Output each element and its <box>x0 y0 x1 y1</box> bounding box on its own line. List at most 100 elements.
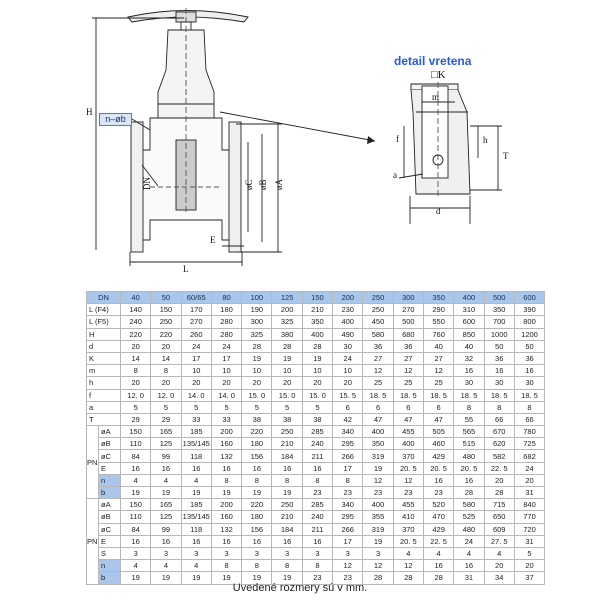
table-cell: 220 <box>119 327 152 341</box>
table-cell: 15. 5 <box>332 388 364 402</box>
table-cell: 400 <box>362 425 394 439</box>
table-cell: 350 <box>483 303 515 317</box>
table-cell: 180 <box>241 437 273 451</box>
table-cell: 720 <box>513 522 546 536</box>
table-cell: 565 <box>453 425 485 439</box>
table-cell: 10 <box>301 364 334 378</box>
valve-drawing: H DN øC øB øA E L □K m f h T a d <box>86 8 509 274</box>
row-label: n <box>98 473 121 488</box>
table-cell: 150 <box>119 425 152 439</box>
table-cell: 800 <box>513 315 546 329</box>
table-cell: 325 <box>241 327 273 341</box>
table-cell: 1200 <box>513 327 546 341</box>
table-cell: 580 <box>362 327 394 341</box>
table-cell: 250 <box>150 315 182 329</box>
table-cell: 8 <box>301 559 334 573</box>
table-cell: 99 <box>150 449 182 463</box>
table-cell: 680 <box>392 327 424 341</box>
table-cell: 10 <box>210 364 243 378</box>
table-cell: 240 <box>301 437 334 451</box>
table-cell: 650 <box>483 510 515 524</box>
detail-title: detail vretena <box>394 54 472 68</box>
header-cell: 600 <box>513 290 546 305</box>
table-cell: 14. 0 <box>210 388 243 402</box>
header-cell: 300 <box>392 290 424 305</box>
table-cell: 16 <box>241 534 273 548</box>
table-cell: 8 <box>150 364 182 378</box>
table-cell: 780 <box>513 425 546 439</box>
table-cell: 8 <box>271 559 303 573</box>
table-cell: 760 <box>422 327 455 341</box>
table-cell: 19 <box>301 351 334 366</box>
table-cell: 700 <box>483 315 515 329</box>
table-cell: 19 <box>241 351 273 366</box>
table-cell: 24 <box>513 461 546 475</box>
table-cell: 840 <box>513 498 546 512</box>
table-cell: 240 <box>301 510 334 524</box>
table-cell: 180 <box>210 303 243 317</box>
table-cell: 165 <box>150 498 182 512</box>
dim-label-T: T <box>503 151 509 161</box>
row-label: d <box>86 339 121 353</box>
table-cell: 38 <box>271 412 303 427</box>
table-cell: 84 <box>119 522 152 536</box>
table-cell: 770 <box>513 510 546 524</box>
table-cell: 200 <box>271 303 303 317</box>
table-cell: 8 <box>119 364 152 378</box>
table-cell: 25 <box>362 376 394 390</box>
table-cell: 210 <box>301 303 334 317</box>
header-cell: 250 <box>362 290 394 305</box>
table-cell: 20 <box>483 559 515 573</box>
table-cell: 582 <box>483 449 515 463</box>
table-cell: 12 <box>422 364 455 378</box>
table-cell: 8 <box>241 559 273 573</box>
table-cell: 23 <box>392 485 424 500</box>
table-cell: 18. 5 <box>513 388 546 402</box>
table-cell: 20 <box>119 376 152 390</box>
table-cell: 250 <box>362 303 394 317</box>
table-cell: 725 <box>513 437 546 451</box>
table-cell: 23 <box>422 485 455 500</box>
table-cell: 16 <box>422 559 455 573</box>
row-label: øC <box>98 449 121 463</box>
row-label: H <box>86 327 121 341</box>
table-cell: 505 <box>422 425 455 439</box>
stem-detail <box>398 82 502 224</box>
table-cell: 23 <box>332 485 364 500</box>
table-cell: 8 <box>301 473 334 488</box>
table-cell: 15. 0 <box>241 388 273 402</box>
table-cell: 19 <box>362 534 394 548</box>
table-cell: 12. 0 <box>150 388 182 402</box>
dim-label-K: □K <box>431 69 446 81</box>
table-cell: 40 <box>453 339 485 353</box>
table-cell: 8 <box>241 473 273 488</box>
table-cell: 210 <box>271 510 303 524</box>
table-cell: 18. 5 <box>422 388 455 402</box>
table-cell: 47 <box>422 412 455 427</box>
table-cell: 19 <box>362 461 394 475</box>
table-cell: 3 <box>271 546 303 561</box>
table-cell: 5 <box>513 546 546 561</box>
table-cell: 670 <box>483 425 515 439</box>
table-row: PN16øA1501651852002202502853404004555205… <box>86 498 546 585</box>
table-cell: 520 <box>422 498 455 512</box>
table-cell: 220 <box>241 498 273 512</box>
table-cell: 200 <box>210 425 243 439</box>
table-cell: 16 <box>150 534 182 548</box>
table-cell: 42 <box>332 412 364 427</box>
header-cell: 50 <box>150 290 182 305</box>
table-cell: 20 <box>210 376 243 390</box>
row-label: L (F5) <box>86 315 121 329</box>
table-cell: 16 <box>210 461 243 475</box>
table-cell: 455 <box>392 498 424 512</box>
table-cell: 28 <box>301 339 334 353</box>
table-cell: 28 <box>241 339 273 353</box>
table-cell: 27. 5 <box>483 534 515 548</box>
table-cell: 580 <box>453 498 485 512</box>
table-cell: 4 <box>119 473 152 488</box>
table-cell: 4 <box>180 559 212 573</box>
dim-label-H: H <box>86 107 93 117</box>
